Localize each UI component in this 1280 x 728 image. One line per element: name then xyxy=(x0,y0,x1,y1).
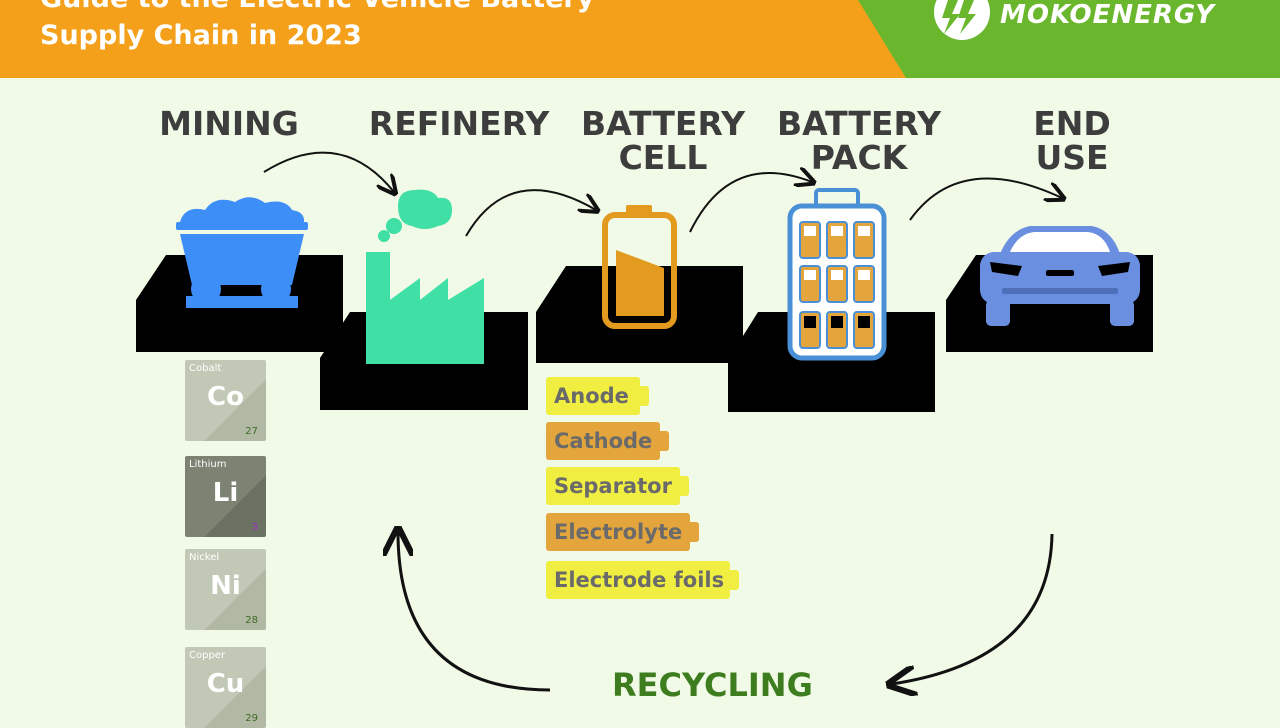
element-number: 29 xyxy=(245,713,258,724)
element-number: 28 xyxy=(245,615,258,626)
element-cobalt: Cobalt Co 27 xyxy=(185,360,266,441)
logo-wordmark: MOKOENERGY xyxy=(1000,0,1215,30)
header-banner xyxy=(0,0,1280,78)
element-symbol: Co xyxy=(207,382,244,412)
lightning-logo-icon xyxy=(934,0,990,40)
element-name: Cobalt xyxy=(189,363,222,374)
element-name: Nickel xyxy=(189,552,220,563)
page-title-line-2: Supply Chain in 2023 xyxy=(40,20,362,51)
component-electrode-foils: Electrode foils xyxy=(546,561,739,599)
element-symbol: Ni xyxy=(210,571,241,601)
mine-cart-icon xyxy=(176,197,308,308)
component-label: Electrode foils xyxy=(554,568,725,592)
component-label: Cathode xyxy=(554,429,653,453)
element-name: Lithium xyxy=(189,459,227,470)
factory-icon xyxy=(366,189,484,364)
stage-label-refinery: REFINERY xyxy=(368,104,550,143)
component-label: Electrolyte xyxy=(554,520,683,544)
stage-label-mining: MINING xyxy=(159,104,299,143)
element-nickel: Nickel Ni 28 xyxy=(185,549,266,630)
recycling-label: RECYCLING xyxy=(612,666,813,704)
element-copper: Copper Cu 29 xyxy=(185,647,266,728)
element-lithium: Lithium Li 3 xyxy=(185,456,266,537)
component-separator: Separator xyxy=(546,467,689,505)
stage-label-end-use: END USE xyxy=(1033,104,1111,177)
component-anode: Anode xyxy=(546,377,649,415)
element-name: Copper xyxy=(189,650,226,661)
stage-label-battery-pack: BATTERY PACK xyxy=(777,104,941,177)
battery-cell-icon xyxy=(602,205,677,329)
car-icon xyxy=(980,226,1140,326)
stage-label-battery-cell: BATTERY CELL xyxy=(581,104,745,177)
element-number: 3 xyxy=(251,522,258,533)
element-symbol: Cu xyxy=(206,669,245,699)
element-number: 27 xyxy=(245,426,258,437)
component-label: Separator xyxy=(554,474,672,498)
element-symbol: Li xyxy=(212,478,239,508)
component-label: Anode xyxy=(554,384,629,408)
component-electrolyte: Electrolyte xyxy=(546,513,699,551)
component-cathode: Cathode xyxy=(546,422,669,460)
page-title-line-1: Guide to the Electric Vehicle Battery xyxy=(40,0,594,14)
battery-pack-icon xyxy=(787,188,887,361)
